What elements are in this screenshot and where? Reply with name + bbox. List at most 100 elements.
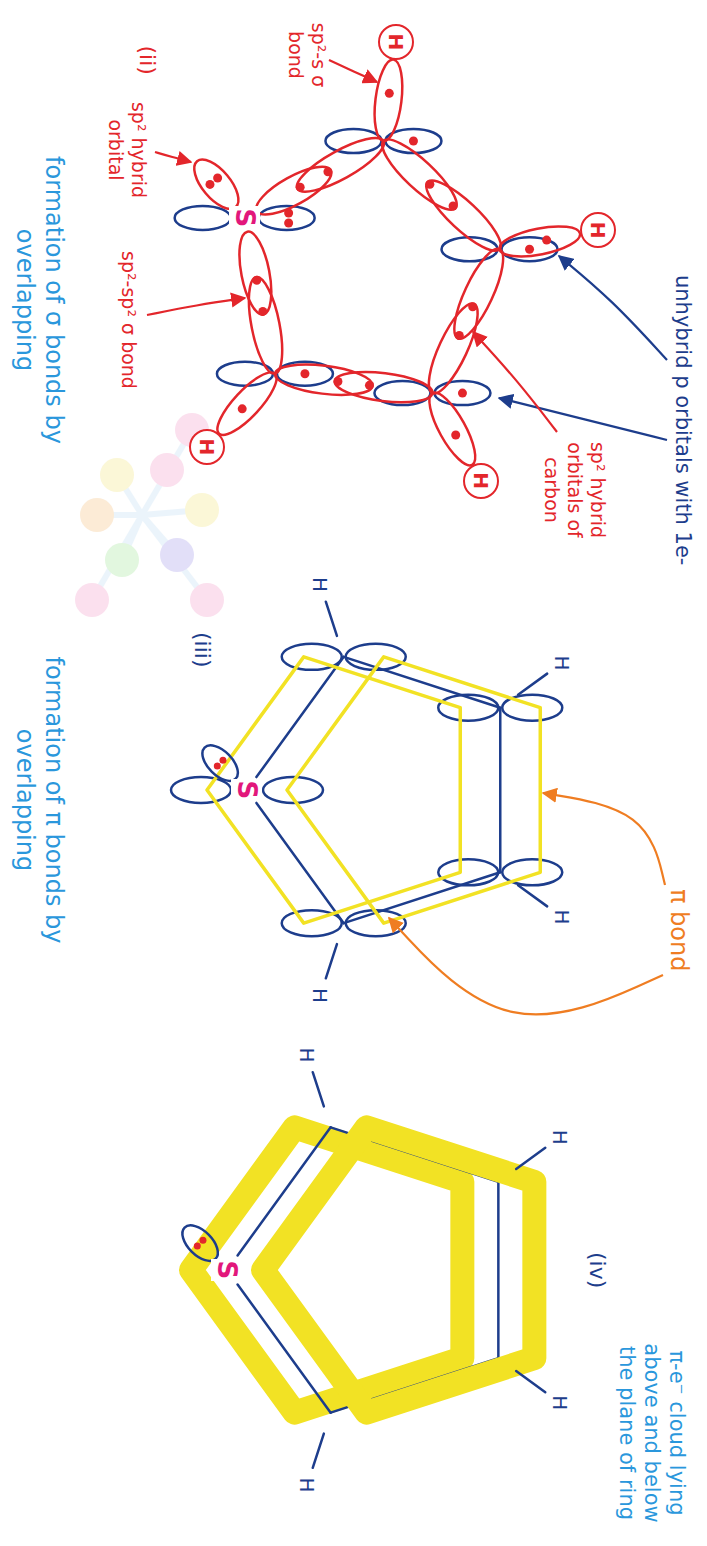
leader-arrow: [147, 298, 245, 315]
electron-dot: [333, 377, 342, 386]
watermark-atom: [80, 498, 114, 532]
atom-symbol: H: [295, 1048, 319, 1063]
atom-symbol: S: [231, 779, 262, 802]
caption: formation of σ bonds by overlapping: [10, 135, 68, 465]
p-orbital-lobe: [438, 859, 498, 885]
electron-dot: [219, 757, 226, 764]
hydrogen-atom: H: [580, 212, 616, 248]
c-h-bond-line: [518, 885, 547, 906]
sigma-framework: [147, 58, 667, 471]
watermark-atom: [75, 583, 109, 617]
c-h-bond-line: [516, 1148, 545, 1169]
watermark: [75, 413, 224, 617]
atom-symbol: H: [550, 909, 574, 924]
pi-cloud-band: [263, 1127, 534, 1412]
electron-dot: [252, 276, 261, 285]
sp2-hybrid-lobe: [209, 365, 284, 443]
sp2-hybrid-lobe: [242, 274, 288, 376]
hydrogen-atom: H: [378, 24, 414, 60]
sp2-hybrid-lobe: [234, 229, 278, 317]
panel-number: (iii): [189, 632, 215, 668]
electron-dot: [449, 201, 458, 210]
hydrogen-atom: H: [189, 429, 225, 465]
electron-dot: [542, 236, 551, 245]
leader-arrow: [473, 332, 557, 432]
sp2-hybrid-lobe: [371, 58, 407, 143]
atom-symbol: H: [586, 222, 610, 239]
sigma-bond-line: [497, 1182, 500, 1358]
pi-overlap-outline: [207, 657, 460, 923]
electron-dot: [213, 173, 222, 182]
sp2-hybrid-lobe: [273, 360, 374, 400]
sigma-bond-line: [256, 657, 343, 777]
sp2-hybrid-lobe: [250, 158, 337, 223]
p-orbital-lobe: [434, 381, 490, 405]
leader-arrow: [389, 918, 663, 1014]
sp2-hybrid-lobe: [421, 387, 483, 471]
sp2-hybrid-lobe: [374, 131, 465, 219]
p-orbital-lobe: [325, 129, 381, 153]
panel-number: (ii): [134, 46, 160, 75]
annotation: π bond: [665, 889, 694, 971]
atom-symbol: S: [229, 206, 260, 229]
electron-dot: [458, 389, 467, 398]
electron-dot: [409, 137, 418, 146]
electron-dot: [425, 180, 434, 189]
electron-dot: [468, 302, 477, 311]
sp2-hybrid-lobe: [497, 221, 582, 262]
p-orbital-lobe: [438, 695, 498, 721]
atom-symbol: H: [308, 577, 332, 592]
watermark-atom: [160, 538, 194, 572]
sp2-hybrid-lobe: [333, 367, 434, 407]
annotation: sp²-sp² σ bond: [118, 249, 141, 391]
electron-dot: [451, 431, 460, 440]
electron-dot: [300, 369, 309, 378]
watermark-atom: [105, 543, 139, 577]
annotation: sp²-s σ bond: [284, 8, 330, 103]
electron-dot: [284, 218, 293, 227]
sp2-hybrid-lobe: [418, 172, 509, 260]
electron-dot: [199, 1237, 206, 1244]
sp2-hybrid-lobe: [291, 129, 391, 201]
electron-dot: [323, 167, 332, 176]
p-orbital-lobe: [171, 777, 231, 803]
hydrogen-atom: H: [463, 463, 499, 499]
electron-dot: [525, 245, 534, 254]
atom-symbol: H: [195, 438, 219, 455]
annotation: unhybrid p orbitals with 1e-: [670, 275, 695, 565]
leader-arrow: [559, 256, 667, 360]
atom-symbol: S: [211, 1259, 242, 1282]
c-h-bond-line: [313, 1434, 324, 1468]
electron-dot: [194, 1242, 201, 1249]
caption: formation of π bonds by overlapping: [10, 635, 68, 965]
atom-symbol: H: [384, 33, 408, 50]
electron-dot: [214, 762, 221, 769]
panel-number: (iv): [584, 1252, 610, 1288]
sp2-hybrid-lobe: [420, 298, 487, 399]
sigma-bond-line: [499, 708, 502, 873]
electron-dot: [385, 89, 394, 98]
watermark-atom: [185, 493, 219, 527]
pi-overlap-outline: [287, 657, 540, 923]
annotation: sp² hybrid orbitals of carbon: [541, 435, 609, 545]
sigma-bond-line: [256, 803, 343, 923]
atom-symbol: H: [548, 1395, 572, 1410]
watermark-atom: [190, 583, 224, 617]
electron-dot: [455, 331, 464, 340]
leader-arrow: [155, 152, 191, 162]
sp2-hybrid-lobe: [445, 243, 512, 344]
electron-dot: [238, 404, 247, 413]
c-h-bond-line: [326, 944, 337, 978]
electron-dot: [296, 183, 305, 192]
watermark-atom: [150, 453, 184, 487]
watermark-atom: [100, 458, 134, 492]
electron-dot: [205, 180, 214, 189]
atom-symbol: H: [469, 472, 493, 489]
c-h-bond-line: [518, 674, 547, 695]
leader-arrow: [329, 60, 377, 82]
electron-dot: [258, 307, 267, 316]
atom-symbol: H: [550, 656, 574, 671]
annotation: sp² hybrid orbital: [104, 88, 150, 213]
